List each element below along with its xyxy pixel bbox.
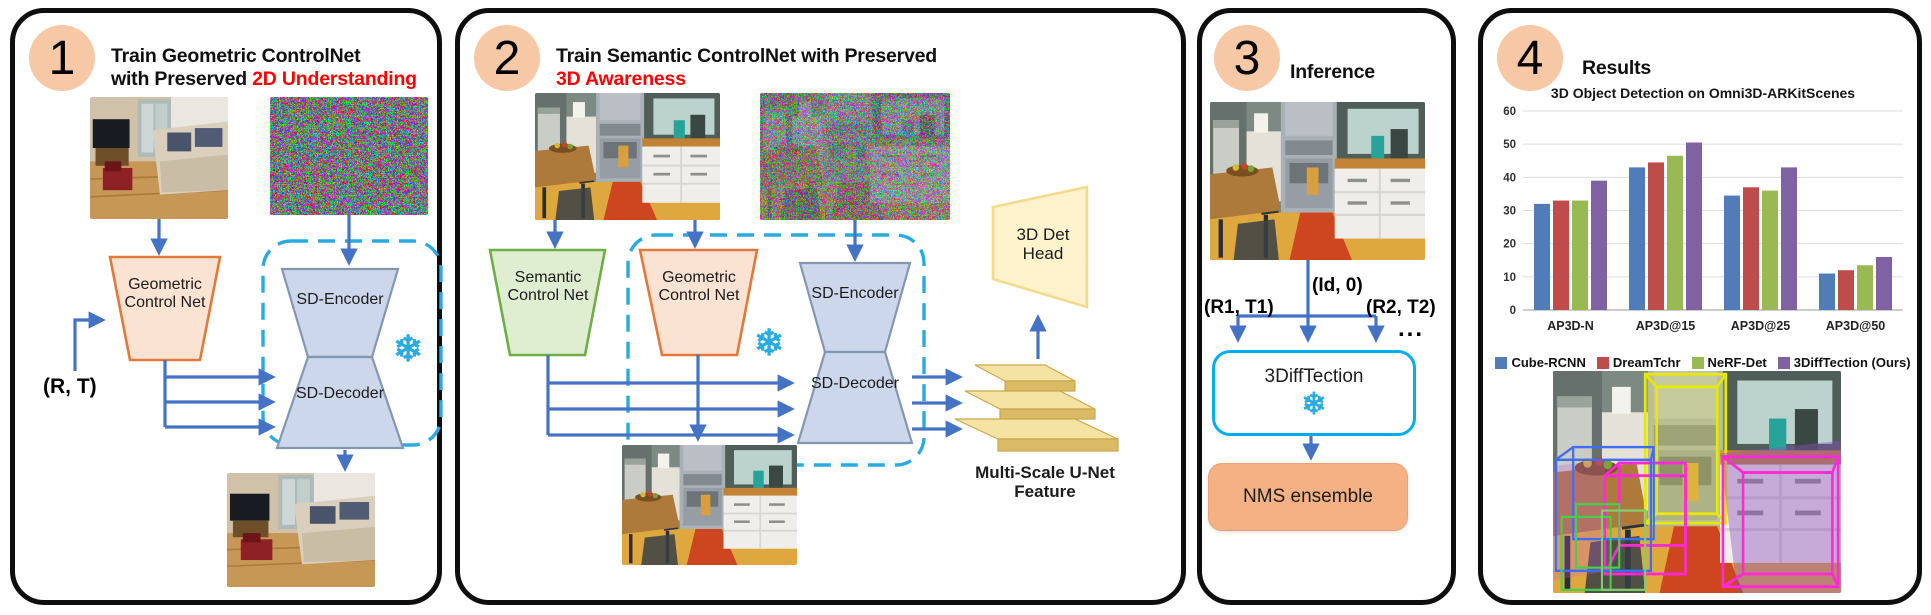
step-badge-2: 2	[474, 25, 540, 91]
difftection-model-label: 3DiffTection	[1264, 366, 1364, 387]
legend-label: NeRF-Det	[1707, 355, 1767, 370]
x-category-label: AP3D@50	[1826, 319, 1885, 333]
legend-swatch	[1777, 356, 1790, 369]
chart-bar	[1553, 200, 1569, 310]
panel1-title-line2: with Preserved	[111, 68, 253, 91]
chart-bar	[1743, 187, 1759, 310]
chart-bar	[1781, 167, 1797, 310]
panel-inference: 3 Inference (R1, T1) (Id, 0) (R2, T2) ..…	[1197, 8, 1456, 605]
geometric-controlnet-label: Geometric Control Net	[658, 269, 740, 304]
legend-label: DreamTchr	[1612, 355, 1681, 370]
y-tick-label: 10	[1503, 272, 1516, 284]
multiscale-feature-label: Multi-Scale U-Net Feature	[975, 463, 1115, 502]
snowflake-icon: ❄	[393, 328, 424, 369]
noise-image	[270, 97, 428, 215]
chart-legend: Cube-RCNN DreamTchr NeRF-Det 3DiffTection (…	[1493, 355, 1913, 370]
panel1-title-highlight: 2D Understanding	[252, 68, 417, 91]
legend-label: Cube-RCNN	[1511, 355, 1586, 370]
input-image-kitchen	[535, 93, 720, 220]
chart-bar	[1819, 273, 1835, 310]
panel3-title: Inference	[1290, 61, 1375, 84]
nms-ensemble-box: NMS ensemble	[1208, 463, 1408, 531]
detection-result-image	[1553, 371, 1841, 593]
chart-bar	[1686, 142, 1702, 310]
chart-bar	[1648, 162, 1664, 310]
geometric-controlnet-label: Geometric Control Net	[124, 276, 206, 311]
snowflake-icon: ❄	[1301, 388, 1327, 421]
camera-pose-label: (R, T)	[43, 375, 97, 398]
panel-train-semantic-controlnet: 2 Train Semantic ControlNet with Preserv…	[455, 8, 1186, 605]
output-image-living-room	[227, 473, 375, 587]
panel-results: 4 Results 3D Object Detection on Omni3D-…	[1478, 8, 1922, 605]
y-tick-label: 60	[1503, 106, 1516, 118]
panel2-title-line1: Train Semantic ControlNet with Preserved	[556, 45, 938, 68]
snowflake-icon: ❄	[754, 322, 785, 363]
chart-bar	[1572, 200, 1588, 310]
x-category-label: AP3D-N	[1547, 319, 1594, 333]
pose-label-r2t2: (R2, T2)	[1366, 297, 1436, 318]
y-tick-label: 30	[1503, 206, 1516, 218]
step-badge-4: 4	[1497, 25, 1563, 91]
output-image-kitchen	[622, 445, 797, 565]
inference-input-image-kitchen	[1210, 102, 1425, 260]
chart-bar	[1876, 256, 1892, 310]
chart-bar	[1724, 195, 1740, 310]
chart-bar	[1591, 180, 1607, 310]
nms-ensemble-label: NMS ensemble	[1243, 486, 1373, 507]
legend-swatch	[1596, 356, 1609, 369]
chart-bar	[1534, 203, 1550, 310]
legend-item: Cube-RCNN	[1495, 355, 1586, 370]
chart-bar	[1762, 190, 1778, 310]
sd-encoder-shape	[280, 267, 400, 359]
legend-item: 3DiffTection (Ours)	[1777, 355, 1911, 370]
ellipsis-label: ...	[1398, 315, 1425, 342]
x-category-label: AP3D@15	[1636, 319, 1695, 333]
flow-arrows	[73, 215, 358, 472]
flow-arrows	[546, 220, 1047, 444]
step-badge-3: 3	[1214, 25, 1280, 91]
panel2-title: Train Semantic ControlNet with Preserved…	[556, 45, 1036, 91]
chart-bar	[1629, 167, 1645, 310]
det-head-label: 3D Det Head	[1016, 225, 1070, 264]
panel1-title-line1: Train Geometric ControlNet	[111, 45, 361, 68]
legend-swatch	[1495, 356, 1508, 369]
legend-swatch	[1691, 356, 1704, 369]
input-image-living-room	[90, 97, 228, 219]
panel2-title-highlight: 3D Awareness	[556, 68, 686, 91]
sd-decoder-label: SD-Decoder	[295, 385, 385, 402]
noisy-image-kitchen	[760, 93, 950, 220]
legend-label: 3DiffTection (Ours)	[1793, 355, 1911, 370]
chart-bar	[1667, 155, 1683, 310]
sd-decoder-shape	[796, 350, 914, 445]
difftection-model-box: 3DiffTection ❄	[1212, 350, 1416, 436]
pose-label-id0: (Id, 0)	[1312, 275, 1363, 296]
feature-pyramid	[954, 364, 1119, 452]
panel1-title: Train Geometric ControlNet with Preserve…	[111, 45, 441, 91]
y-tick-label: 20	[1503, 239, 1516, 251]
y-tick-label: 0	[1510, 305, 1516, 317]
sd-encoder-label: SD-Encoder	[296, 291, 384, 308]
panel-train-geometric-controlnet: 1 Train Geometric ControlNet with Preser…	[10, 8, 443, 605]
step-badge-1: 1	[29, 25, 95, 91]
pose-label-r1t1: (R1, T1)	[1204, 297, 1274, 318]
sd-encoder-label: SD-Encoder	[811, 285, 899, 302]
y-tick-label: 50	[1503, 139, 1516, 151]
y-tick-label: 40	[1503, 172, 1516, 184]
sd-encoder-shape	[798, 261, 912, 354]
legend-item: NeRF-Det	[1691, 355, 1767, 370]
chart-bar	[1857, 265, 1873, 310]
x-category-label: AP3D@25	[1731, 319, 1790, 333]
panel4-title: Results	[1582, 57, 1652, 80]
results-bar-chart: 3D Object Detection on Omni3D-ARKitScene…	[1493, 85, 1913, 370]
sd-decoder-label: SD-Decoder	[810, 375, 900, 392]
legend-item: DreamTchr	[1596, 355, 1681, 370]
chart-title: 3D Object Detection on Omni3D-ARKitScene…	[1550, 85, 1856, 101]
semantic-controlnet-label: Semantic Control Net	[507, 269, 589, 304]
chart-bar	[1838, 270, 1854, 310]
